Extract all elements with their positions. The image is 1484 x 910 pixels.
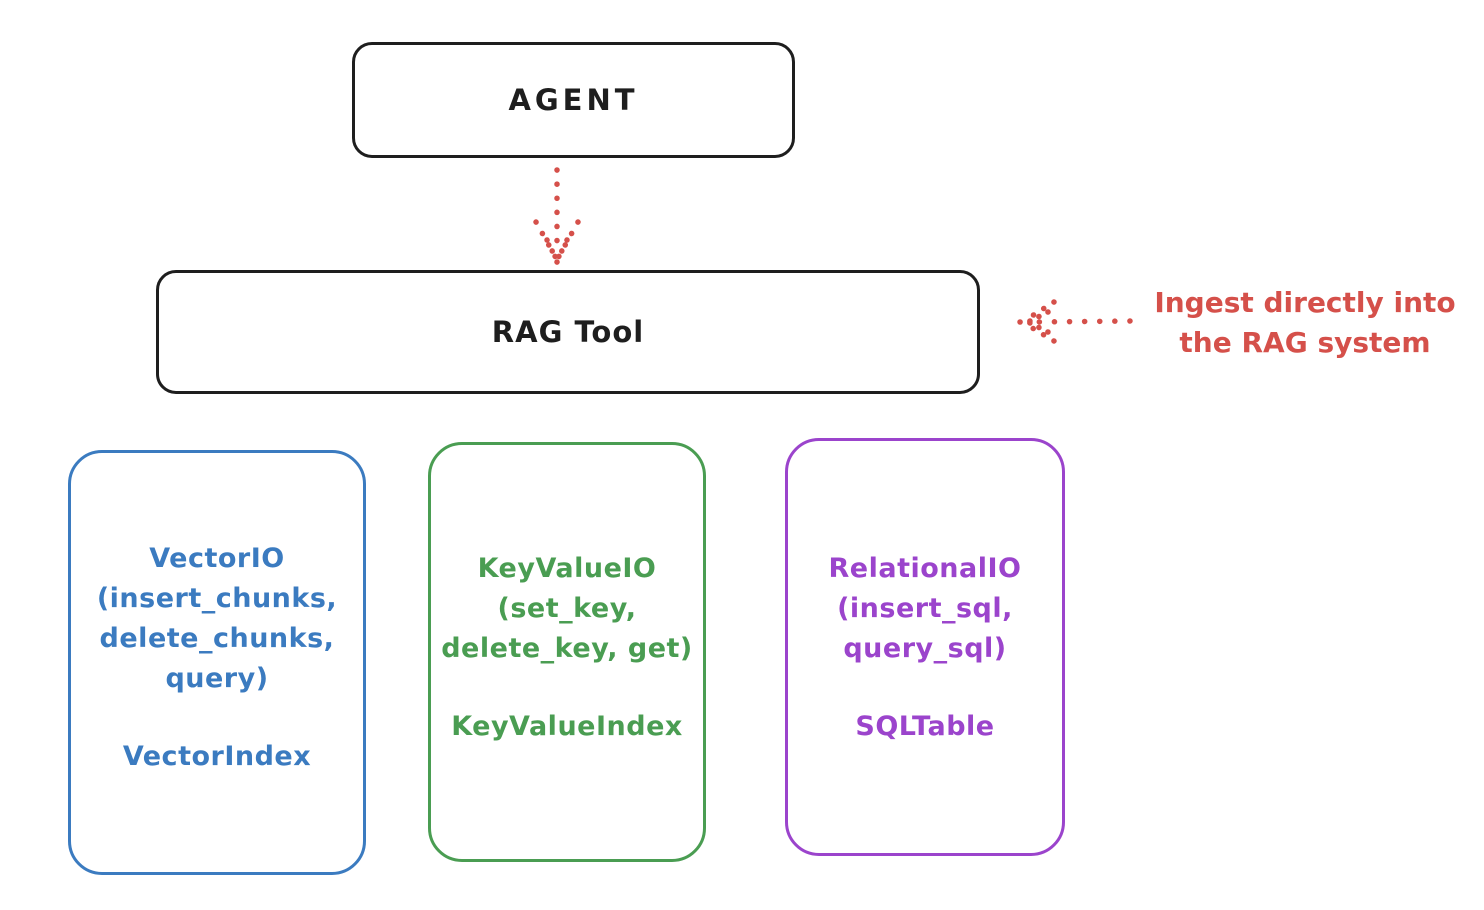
ingest-annotation-line2: the RAG system [1179, 326, 1431, 359]
agent-node: AGENT [352, 42, 795, 158]
vector-io-box: VectorIO (insert_chunks, delete_chunks, … [68, 450, 366, 875]
api-line: (insert_sql, [837, 593, 1013, 624]
api-line: query) [165, 663, 269, 694]
api-line: VectorIO [149, 543, 285, 574]
relational-index-label: SQLTable [855, 711, 995, 742]
rag-tool-label: RAG Tool [491, 315, 645, 349]
api-line: delete_chunks, [99, 623, 335, 654]
keyvalue-index-label: KeyValueIndex [451, 711, 683, 742]
relational-io-box: RelationalIO (insert_sql, query_sql) SQL… [785, 438, 1065, 856]
api-line: RelationalIO [828, 553, 1022, 584]
ingest-annotation-arrow [1017, 299, 1133, 344]
api-line: (set_key, [497, 593, 637, 624]
vector-io-api: VectorIO (insert_chunks, delete_chunks, … [97, 539, 337, 699]
api-line: delete_key, get) [441, 633, 693, 664]
agent-to-ragtool-arrow [533, 167, 581, 265]
ingest-annotation: Ingest directly into the RAG system [1140, 283, 1470, 363]
keyvalue-io-box: KeyValueIO (set_key, delete_key, get) Ke… [428, 442, 706, 862]
api-line: KeyValueIO [477, 553, 657, 584]
ingest-annotation-line1: Ingest directly into [1154, 286, 1456, 319]
api-line: query_sql) [843, 633, 1007, 664]
rag-tool-node: RAG Tool [156, 270, 980, 394]
relational-io-api: RelationalIO (insert_sql, query_sql) [829, 549, 1022, 669]
keyvalue-io-api: KeyValueIO (set_key, delete_key, get) [441, 549, 693, 669]
vector-index-label: VectorIndex [122, 741, 312, 772]
agent-label: AGENT [508, 83, 639, 117]
api-line: (insert_chunks, [96, 583, 338, 614]
